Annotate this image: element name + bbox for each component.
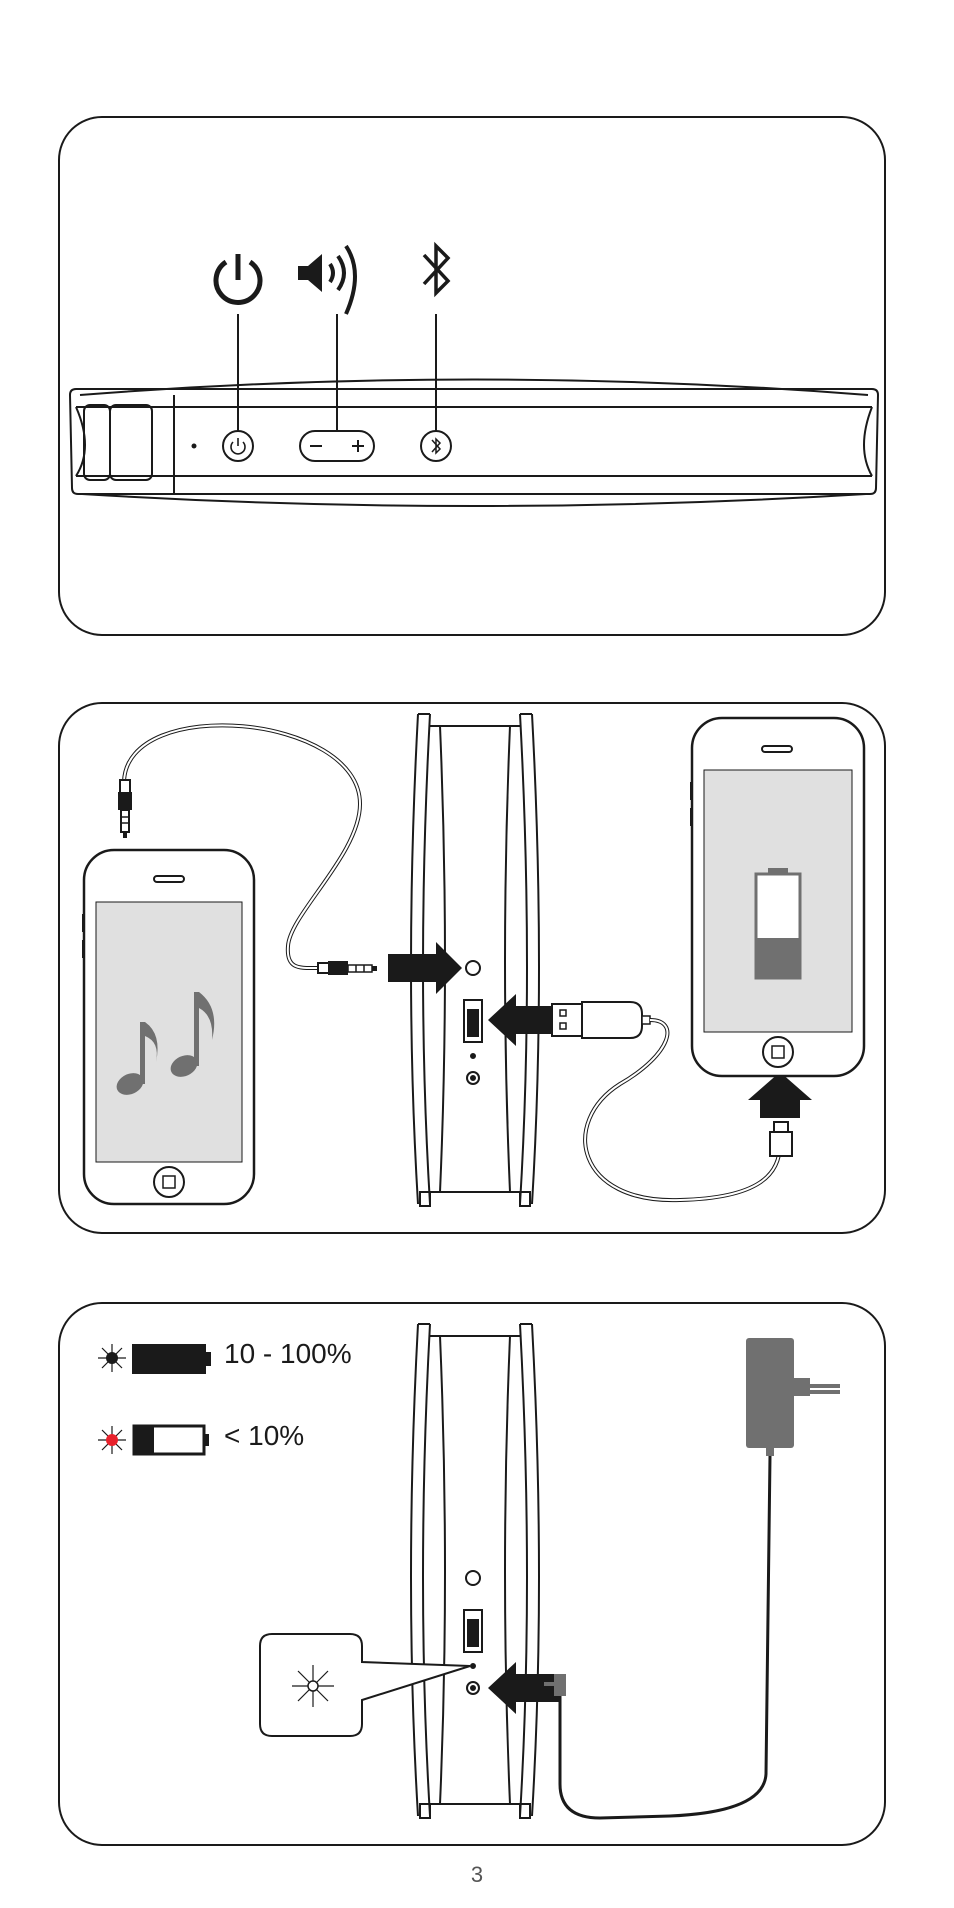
phone-left	[82, 850, 254, 1204]
led-dot	[192, 444, 197, 449]
panel-charging: 10 - 100% < 10%	[58, 1302, 886, 1846]
bluetooth-button[interactable]	[421, 431, 451, 461]
battery-low-icon	[134, 1426, 209, 1454]
volume-buttons[interactable]	[300, 431, 374, 461]
arrow-up-charge	[748, 1072, 812, 1118]
power-button[interactable]	[223, 431, 253, 461]
page-number: 3	[0, 1862, 954, 1888]
power-cable	[560, 1456, 770, 1818]
battery-charging-icon	[756, 868, 800, 978]
volume-icon	[298, 246, 355, 314]
battery-full-icon	[132, 1344, 211, 1374]
panel-top-controls	[58, 116, 886, 636]
power-icon	[216, 254, 260, 302]
battery-low-label: < 10%	[224, 1420, 304, 1452]
arrow-left-usb	[488, 994, 560, 1046]
power-adapter	[746, 1338, 840, 1456]
speaker-top-view	[60, 118, 886, 636]
connections-diagram	[60, 704, 886, 1234]
led-callout	[260, 1634, 470, 1736]
arrow-right-audio	[388, 942, 462, 994]
panel-connections	[58, 702, 886, 1234]
led-low-icon	[98, 1426, 126, 1454]
arrow-left-dc	[488, 1662, 560, 1714]
phone-right	[690, 718, 864, 1076]
battery-full-label: 10 - 100%	[224, 1338, 352, 1370]
speaker-side-view	[411, 1324, 539, 1818]
led-normal-icon	[98, 1344, 126, 1372]
charging-diagram	[60, 1304, 886, 1846]
bluetooth-icon	[424, 246, 448, 293]
